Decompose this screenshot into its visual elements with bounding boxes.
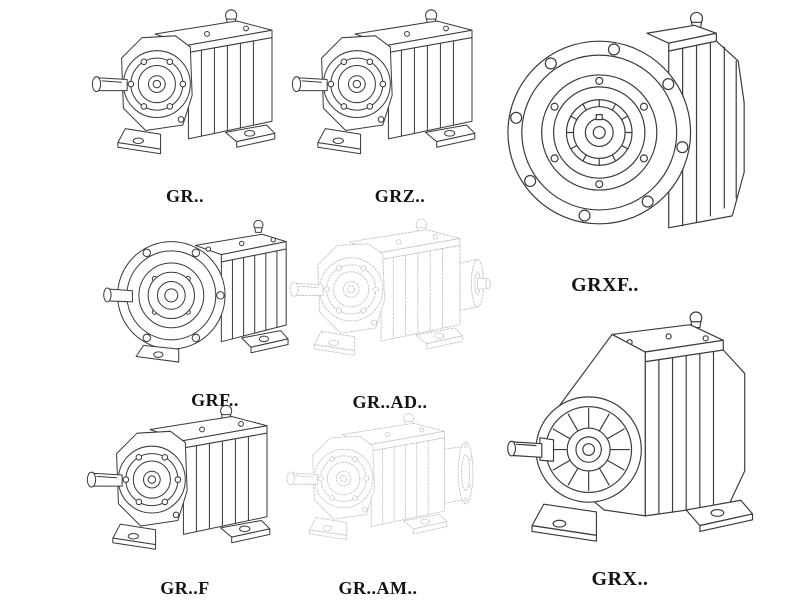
drawing-gr	[90, 2, 285, 182]
label-gr-am: GR..AM..	[338, 578, 418, 598]
label-gr: GR..	[166, 186, 204, 206]
gearbox-line-art-grz	[290, 2, 485, 182]
gearbox-line-art-gr-am	[285, 400, 490, 575]
drawing-grz	[290, 2, 485, 182]
drawing-gr-ad	[288, 210, 503, 388]
gearbox-line-art-gr-ad	[288, 210, 503, 388]
drawing-gr-f	[85, 400, 280, 575]
gearbox-line-art-gr-f	[85, 400, 280, 575]
label-grx: GRX..	[591, 568, 649, 590]
gearbox-line-art-grxf	[498, 2, 766, 268]
label-grz: GRZ..	[374, 186, 426, 206]
gearbox-line-art-grf	[98, 212, 303, 388]
drawing-grx	[495, 298, 773, 564]
drawing-grf	[98, 212, 303, 388]
label-grxf: GRXF..	[571, 274, 639, 296]
gearbox-line-art-gr	[90, 2, 285, 182]
label-gr-ad: GR..AD..	[352, 392, 428, 412]
drawing-gr-am	[285, 400, 490, 575]
label-gr-f: GR..F	[160, 578, 210, 598]
drawing-grxf	[498, 2, 766, 268]
gearbox-line-art-grx	[495, 298, 773, 564]
